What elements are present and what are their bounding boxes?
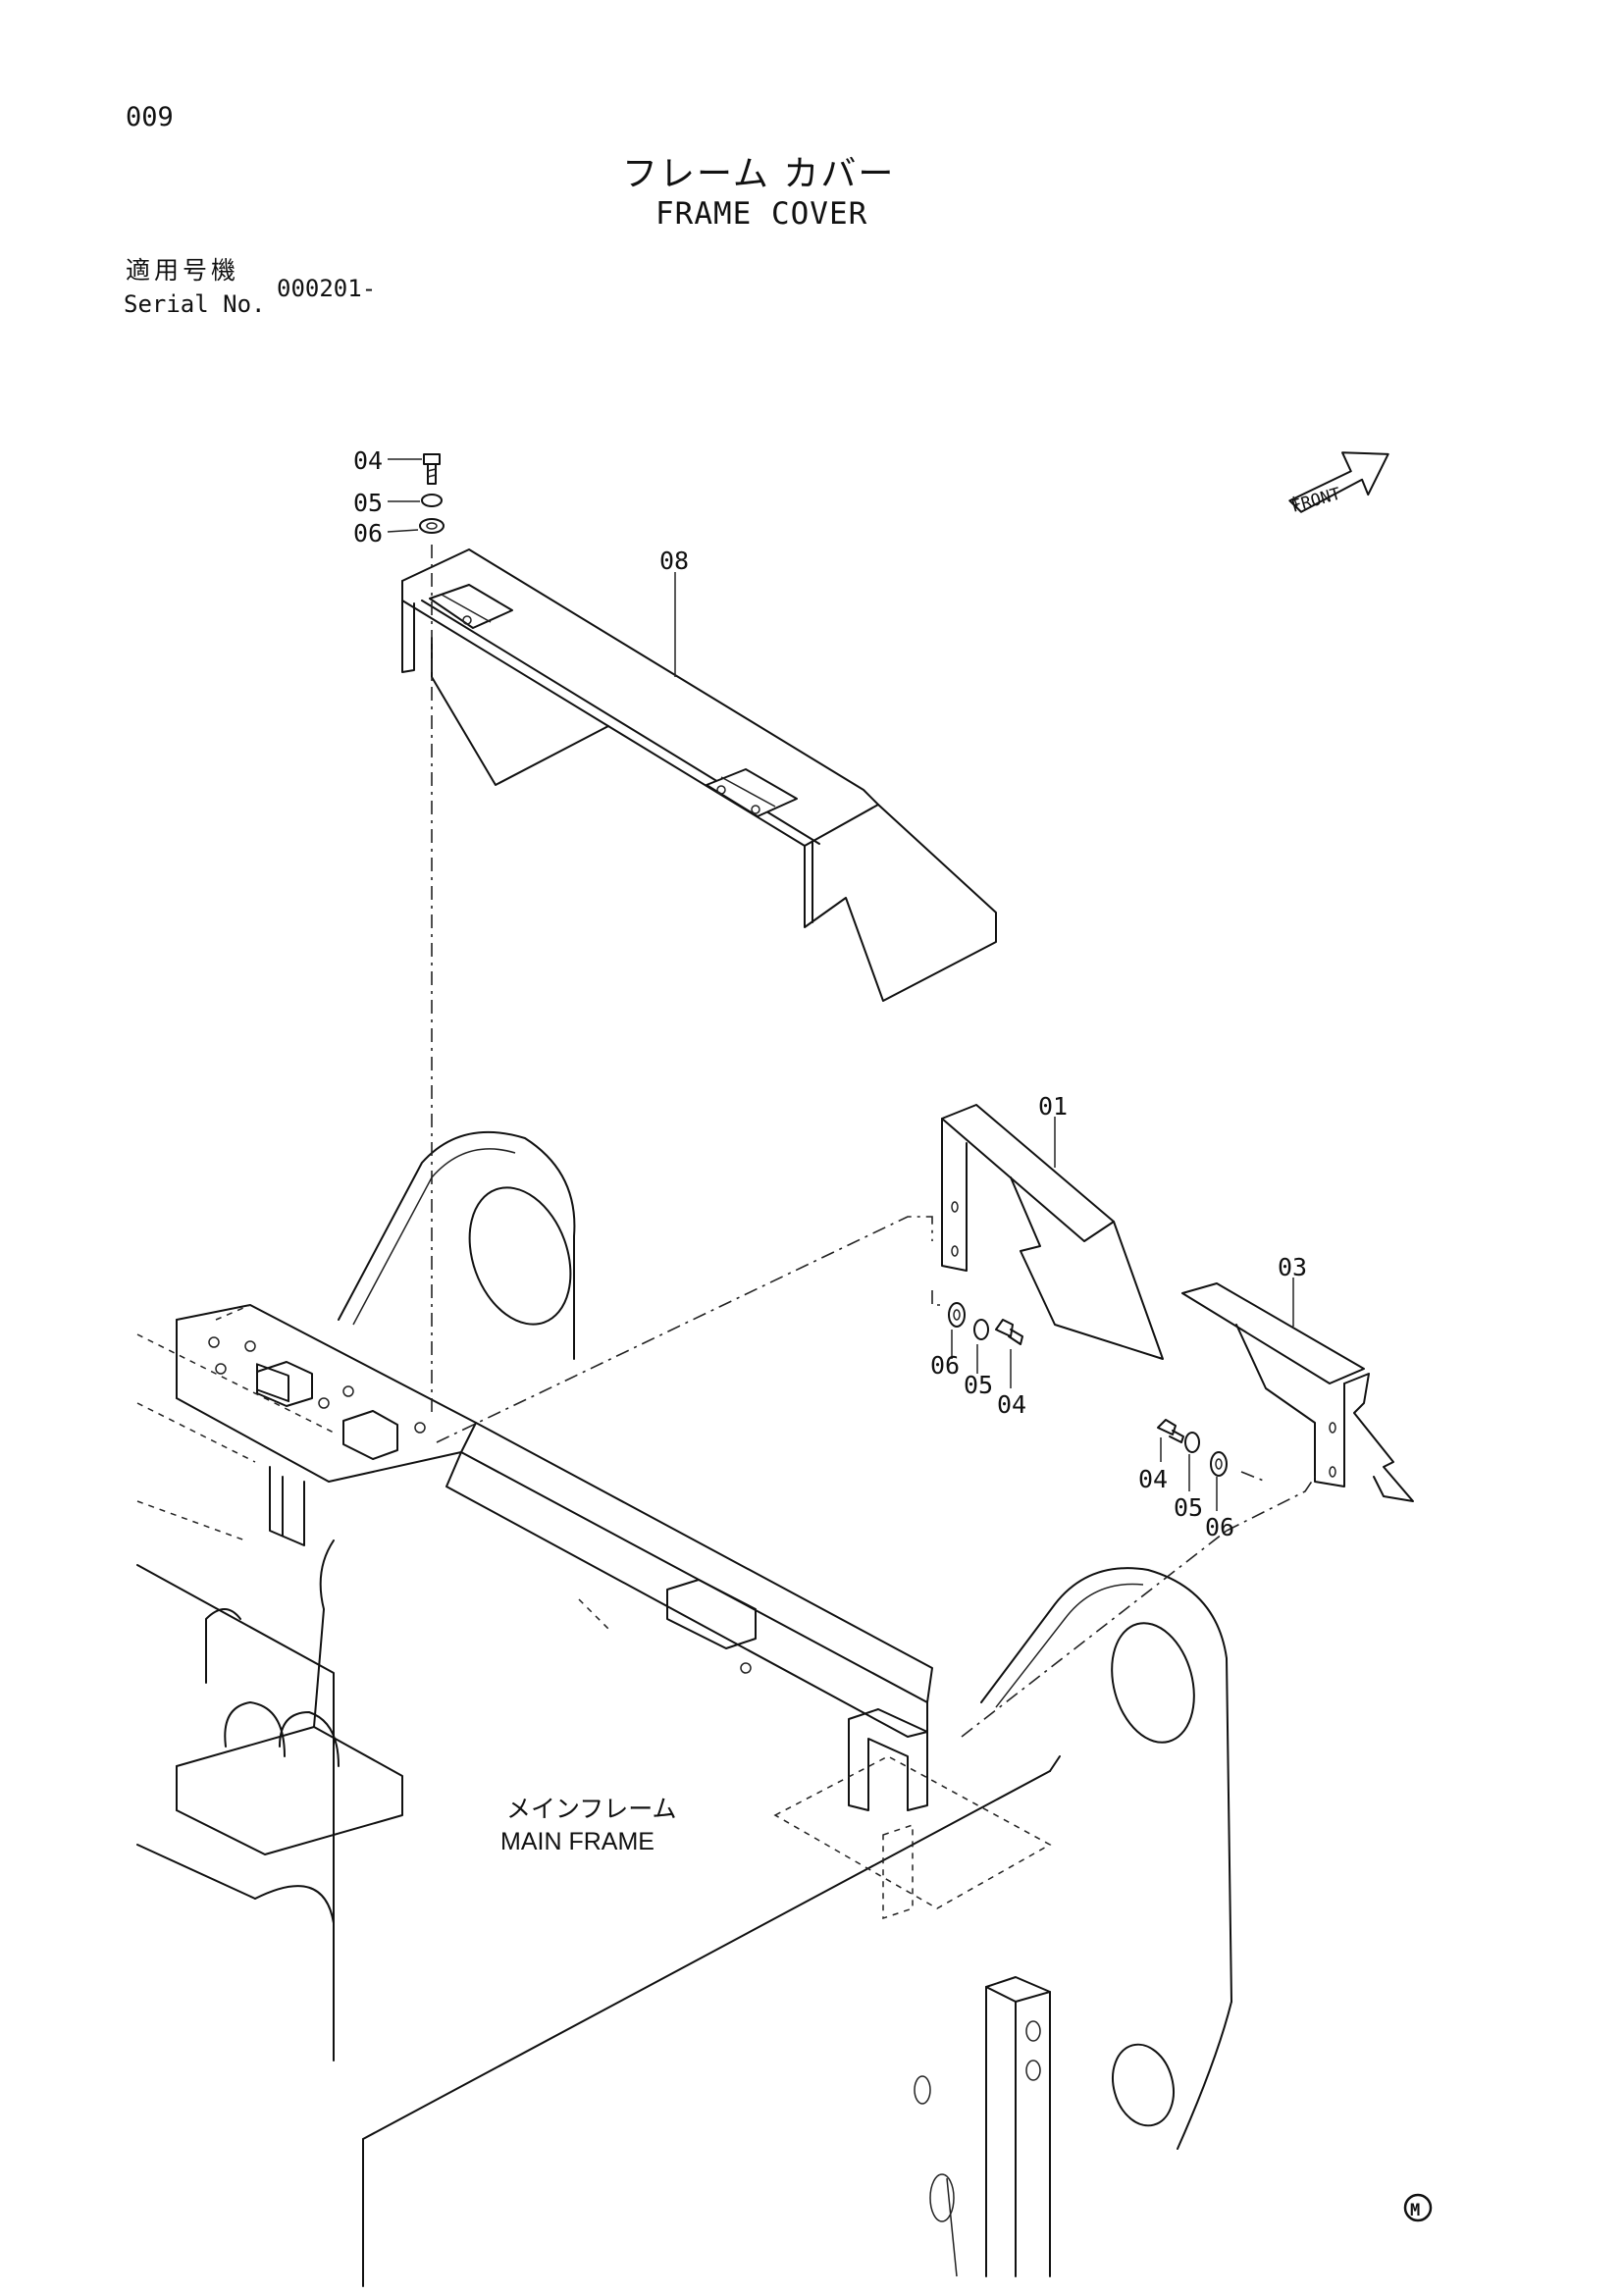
serial-number-value: 000201- [277, 275, 377, 302]
callout-cover-08: 08 [659, 547, 689, 575]
serial-label-english: Serial No. [124, 290, 266, 318]
leader-lines [387, 458, 1316, 1738]
page-title-japanese: フレーム カバー [622, 154, 896, 194]
callout-mid-bolt-04: 04 [997, 1390, 1026, 1419]
corner-mark-letter: M [1410, 2201, 1420, 2220]
callout-top-washer-05: 05 [353, 489, 383, 517]
main-frame-label-japanese: メインフレーム [506, 1795, 677, 1823]
part-callout-labels: 04 05 06 08 01 03 06 05 04 04 05 06 [353, 446, 1307, 1541]
callout-right-washer-05: 05 [1174, 1493, 1203, 1522]
main-frame-drawing [136, 1130, 1232, 2287]
callout-top-washer-06: 06 [353, 519, 383, 548]
hardware-right [1157, 1419, 1228, 1477]
front-direction-arrow: FRONT [1288, 451, 1389, 517]
page-title-english: FRAME COVER [655, 196, 868, 232]
callout-right-washer-06: 06 [1205, 1513, 1234, 1541]
callout-cover-03: 03 [1278, 1253, 1307, 1281]
callout-mid-washer-06: 06 [930, 1351, 960, 1380]
main-frame-label-english: MAIN FRAME [500, 1828, 654, 1855]
frame-cover-03 [1181, 1282, 1414, 1502]
callout-top-bolt-04: 04 [353, 446, 383, 475]
hardware-middle [948, 1302, 1023, 1345]
corner-mark: M [1403, 2193, 1433, 2222]
frame-cover-01 [941, 1104, 1164, 1360]
hardware-top [419, 453, 445, 534]
callout-cover-01: 01 [1038, 1092, 1068, 1121]
serial-label-japanese: 適用号機 [126, 256, 240, 285]
callout-mid-washer-05: 05 [964, 1371, 993, 1399]
callout-right-bolt-04: 04 [1138, 1465, 1168, 1493]
page-number: 009 [126, 102, 174, 132]
frame-cover-08 [401, 548, 997, 1002]
